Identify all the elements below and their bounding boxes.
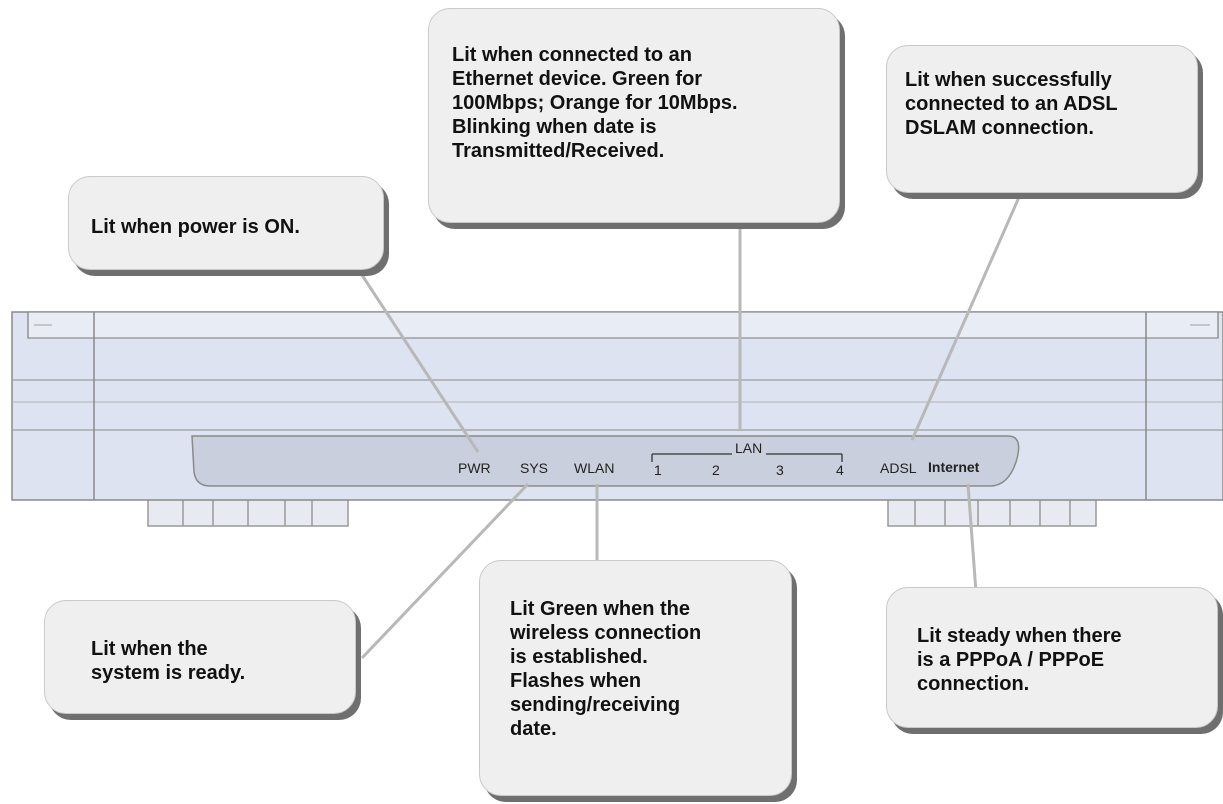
led-label-adsl: ADSL xyxy=(880,460,917,476)
led-label-lan-4: 4 xyxy=(836,462,844,478)
leader-line-sys xyxy=(360,482,530,660)
leader-line-internet xyxy=(966,483,978,593)
callout-adsl: Lit when successfully connected to an AD… xyxy=(886,45,1198,193)
callout-sys: Lit when the system is ready. xyxy=(44,600,356,714)
leader-lines xyxy=(358,194,1022,660)
led-panel xyxy=(191,435,1020,487)
led-label-lan-1: 1 xyxy=(654,462,662,478)
led-label-lan-2: 2 xyxy=(712,462,720,478)
callout-pwr: Lit when power is ON. xyxy=(68,176,384,270)
callout-pwr-text: Lit when power is ON. xyxy=(91,216,300,238)
callout-wlan-text: Lit Green when the wireless connection i… xyxy=(510,598,702,740)
led-label-sys: SYS xyxy=(520,460,548,476)
leader-line-pwr xyxy=(358,271,480,453)
callout-internet-text: Lit steady when there is a PPPoA / PPPoE… xyxy=(917,625,1122,695)
callout-lan: Lit when connected to an Ethernet device… xyxy=(428,8,840,223)
led-label-lan-3: 3 xyxy=(776,462,784,478)
led-label-pwr: PWR xyxy=(458,460,491,476)
callout-sys-text: Lit when the system is ready. xyxy=(91,638,246,684)
leader-line-adsl xyxy=(910,194,1022,441)
led-label-wlan: WLAN xyxy=(574,460,614,476)
callout-lan-text: Lit when connected to an Ethernet device… xyxy=(452,44,738,162)
callout-adsl-text: Lit when successfully connected to an AD… xyxy=(905,69,1118,139)
router-feet xyxy=(147,497,1097,527)
lan-bracket xyxy=(651,453,843,462)
led-label-internet: Internet xyxy=(928,459,980,475)
led-label-lan-group: LAN xyxy=(735,440,762,456)
callout-wlan: Lit Green when the wireless connection i… xyxy=(479,560,792,796)
callout-internet: Lit steady when there is a PPPoA / PPPoE… xyxy=(886,587,1218,728)
